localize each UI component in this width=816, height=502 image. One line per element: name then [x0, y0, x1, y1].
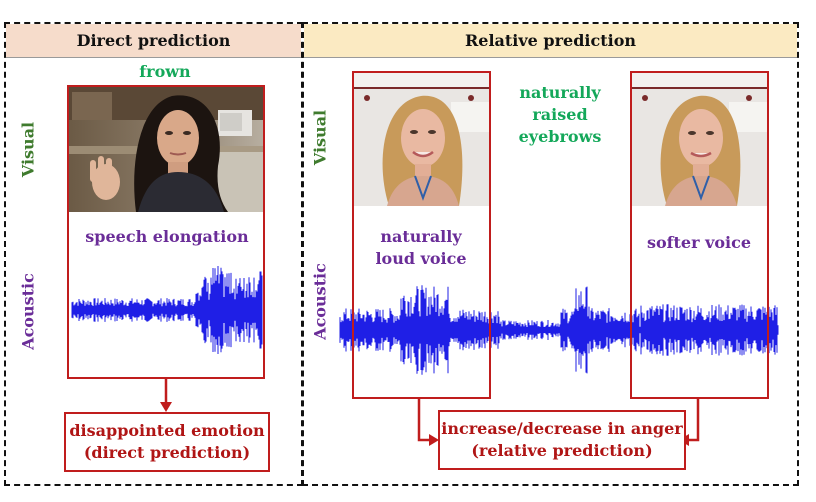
waveform-trace	[339, 285, 779, 375]
relative-prediction-panel	[302, 22, 799, 486]
right-segment-frame-2	[630, 71, 769, 399]
arrow-right-1	[417, 398, 431, 442]
speaker-photo-right-2	[631, 72, 767, 206]
loud-voice-label: naturally loud voice	[375, 227, 467, 268]
speaker-photo-left	[68, 86, 263, 212]
direct-prediction-title: Direct prediction	[6, 24, 301, 58]
waveform-left	[71, 266, 263, 354]
speech-elongation-label: speech elongation	[85, 227, 249, 246]
right-segment-frame-1	[352, 71, 491, 399]
left-segment-frame	[67, 85, 265, 379]
relative-prediction-title: Relative prediction	[304, 24, 797, 58]
arrowhead-right-1	[429, 434, 439, 446]
raised-eyebrows-label: naturally raised eyebrows	[518, 83, 602, 146]
frown-cue-label: frown	[139, 62, 191, 81]
relative-prediction-output: increase/decrease in anger (relative pre…	[438, 410, 686, 470]
arrow-right-2	[687, 398, 700, 442]
direct-prediction-output: disappointed emotion (direct prediction)	[64, 412, 270, 472]
arrowhead-left	[160, 402, 172, 412]
speaker-photo-right-1	[353, 72, 489, 206]
waveform-right	[339, 285, 779, 375]
waveform-trace	[71, 266, 263, 354]
softer-voice-label: softer voice	[646, 233, 752, 252]
